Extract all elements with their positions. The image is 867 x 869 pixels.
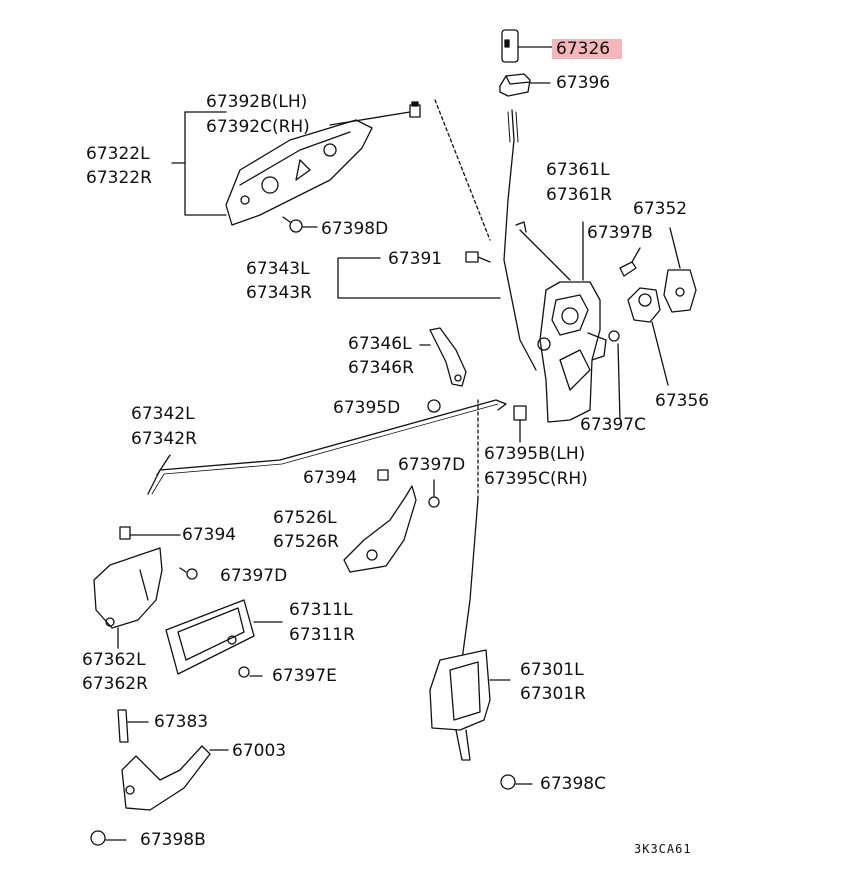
label-67397c: 67397C	[580, 415, 646, 435]
part-67326-cap	[501, 29, 553, 63]
label-67526l: 67526L	[273, 508, 337, 528]
label-67342r: 67342R	[131, 429, 197, 449]
label-67322r: 67322R	[86, 168, 152, 188]
label-67352: 67352	[633, 199, 688, 219]
label-67398b: 67398B	[140, 830, 206, 850]
part-67397d-screw-b	[179, 567, 198, 580]
label-67301l: 67301L	[520, 660, 584, 680]
part-67391-clip	[465, 251, 491, 263]
part-67397d-screw-a	[428, 479, 440, 508]
part-67396-knob	[499, 73, 551, 97]
label-67394-b: 67394	[182, 525, 237, 545]
part-67398c-screw	[500, 774, 533, 790]
label-67362l: 67362L	[82, 650, 146, 670]
label-67395d: 67395D	[333, 398, 401, 418]
part-67003-check	[121, 745, 229, 811]
label-67326: 67326	[552, 39, 623, 59]
label-67392b: 67392B(LH)	[206, 92, 308, 112]
label-67397d-a: 67397D	[398, 455, 466, 475]
label-67398d: 67398D	[321, 219, 389, 239]
outside-rod	[461, 497, 479, 661]
part-67352-plate	[663, 227, 697, 313]
label-67361l: 67361L	[546, 160, 610, 180]
label-67383: 67383	[154, 712, 209, 732]
part-67526-bracket	[343, 485, 417, 573]
part-67395b-clip	[513, 405, 527, 443]
part-67361-latch	[515, 221, 607, 423]
part-67398b-screw	[90, 830, 127, 846]
label-67526r: 67526R	[273, 532, 339, 552]
label-67398c: 67398C	[540, 774, 606, 794]
part-67392-clip	[409, 101, 421, 118]
part-67301-outside-handle	[429, 649, 511, 761]
part-67383-pin	[117, 709, 149, 743]
label-67356: 67356	[655, 391, 710, 411]
label-67301r: 67301R	[520, 684, 586, 704]
label-67396: 67396	[556, 73, 611, 93]
label-67361r: 67361R	[546, 185, 612, 205]
label-67343r: 67343R	[246, 283, 312, 303]
label-67391: 67391	[388, 249, 443, 269]
label-67397e: 67397E	[272, 666, 337, 686]
part-67397e-screw	[238, 666, 263, 678]
part-67356-striker	[627, 287, 669, 386]
part-67394-clip-b	[119, 526, 181, 540]
part-67398d-screw	[282, 216, 318, 233]
label-67346r: 67346R	[348, 358, 414, 378]
bracket-67343	[337, 257, 501, 299]
lock-rod	[503, 109, 537, 371]
label-67362r: 67362R	[82, 674, 148, 694]
diagram-id: 3K3CA61	[634, 842, 692, 856]
label-67397b: 67397B	[587, 223, 653, 243]
part-67346-lever	[419, 327, 467, 387]
label-67392c: 67392C(RH)	[206, 117, 310, 137]
part-67311-escutcheon	[165, 599, 283, 675]
label-67394-a: 67394	[303, 468, 358, 488]
part-67397c-screw	[608, 330, 621, 421]
label-67311r: 67311R	[289, 625, 355, 645]
part-67394-clip-a	[377, 469, 389, 481]
label-67395c: 67395C(RH)	[484, 469, 588, 489]
label-67343l: 67343L	[246, 259, 310, 279]
part-67395d-clip	[427, 399, 441, 413]
label-67342l: 67342L	[131, 404, 195, 424]
label-67322l: 67322L	[86, 144, 150, 164]
part-67322-inside-handle	[171, 111, 411, 226]
label-67346l: 67346L	[348, 334, 412, 354]
label-67003: 67003	[232, 741, 287, 761]
part-67362-inside-bracket	[93, 547, 163, 649]
label-67311l: 67311L	[289, 600, 353, 620]
label-67395b: 67395B(LH)	[484, 444, 586, 464]
label-67397d-b: 67397D	[220, 566, 288, 586]
dashed-guide	[434, 99, 491, 241]
part-67397b-screw	[619, 247, 641, 277]
